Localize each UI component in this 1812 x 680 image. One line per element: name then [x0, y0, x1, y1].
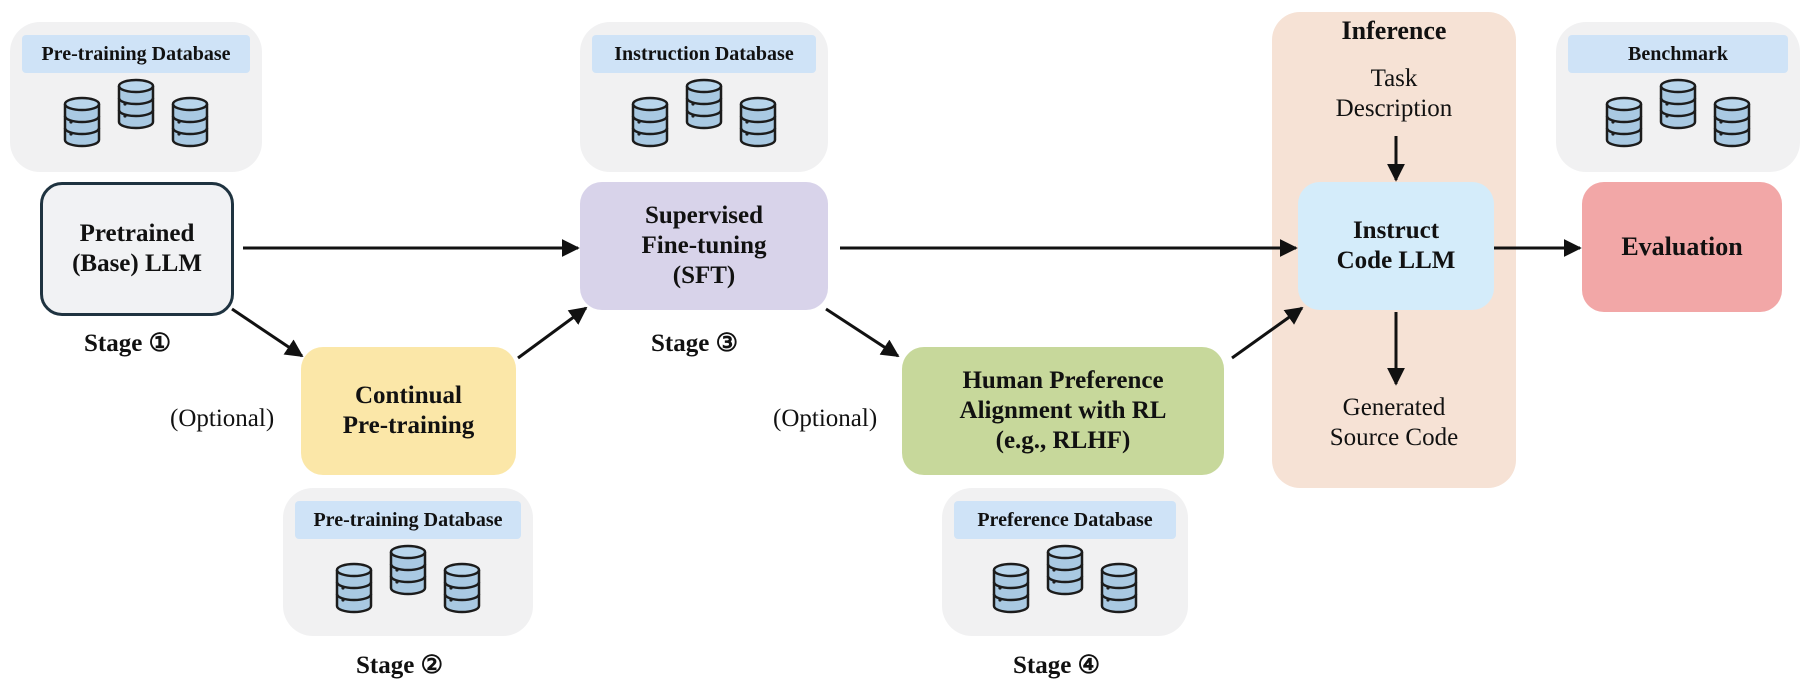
instruct-code-llm-box: Instruct Code LLM	[1298, 182, 1494, 310]
pretraining-database-card-bottom: Pre-training Database	[283, 488, 533, 636]
box-label: Evaluation	[1621, 232, 1743, 262]
database-icon	[1099, 562, 1139, 614]
database-icon	[1604, 96, 1644, 148]
box-label: Human Preference Alignment with RL (e.g.…	[959, 367, 1167, 454]
sft-box: Supervised Fine-tuning (SFT)	[580, 182, 828, 310]
database-icon	[116, 78, 156, 130]
pretrained-base-llm-box: Pretrained (Base) LLM	[40, 182, 234, 316]
database-icons	[580, 78, 828, 164]
database-icon	[62, 96, 102, 148]
database-icon	[442, 562, 482, 614]
preference-database-card: Preference Database	[942, 488, 1188, 636]
database-icons	[283, 544, 533, 630]
inference-title: Inference	[1341, 16, 1447, 45]
database-label: Instruction Database	[592, 35, 816, 73]
box-label: Continual Pre-training	[342, 382, 475, 439]
box-label: Instruct Code LLM	[1336, 217, 1456, 274]
benchmark-card: Benchmark	[1556, 22, 1800, 172]
box-label: Supervised Fine-tuning (SFT)	[641, 202, 767, 289]
database-icon	[170, 96, 210, 148]
stage-1-label: Stage ①	[84, 330, 171, 357]
database-icons	[10, 78, 262, 164]
generated-source-code-label: Generated Source Code	[1329, 394, 1459, 451]
optional-label-right: (Optional)	[773, 405, 878, 432]
database-label: Pre-training Database	[295, 501, 521, 539]
database-icon	[1045, 544, 1085, 596]
pretraining-database-card-top: Pre-training Database	[10, 22, 262, 172]
database-icons	[1556, 78, 1800, 164]
database-icon	[388, 544, 428, 596]
database-icon	[1658, 78, 1698, 130]
stage-3-label: Stage ③	[651, 330, 738, 357]
arrow-continual-to-sft	[517, 306, 588, 360]
database-label: Benchmark	[1568, 35, 1788, 73]
continual-pretraining-box: Continual Pre-training	[301, 347, 516, 475]
evaluation-box: Evaluation	[1582, 182, 1782, 312]
database-icon	[684, 78, 724, 130]
database-icon	[334, 562, 374, 614]
arrow-rlhf-to-instruct	[1231, 306, 1304, 360]
arrow-base-to-continual	[231, 307, 304, 358]
database-icon	[630, 96, 670, 148]
database-icons	[942, 544, 1188, 630]
database-label: Pre-training Database	[22, 35, 250, 73]
database-label: Preference Database	[954, 501, 1176, 539]
box-label: Pretrained (Base) LLM	[72, 220, 202, 277]
rlhf-box: Human Preference Alignment with RL (e.g.…	[902, 347, 1224, 475]
database-icon	[738, 96, 778, 148]
task-description-label: Task Description	[1335, 65, 1453, 122]
instruction-database-card: Instruction Database	[580, 22, 828, 172]
database-icon	[1712, 96, 1752, 148]
database-icon	[991, 562, 1031, 614]
optional-label-left: (Optional)	[170, 405, 275, 432]
arrow-sft-to-rlhf	[825, 307, 900, 358]
